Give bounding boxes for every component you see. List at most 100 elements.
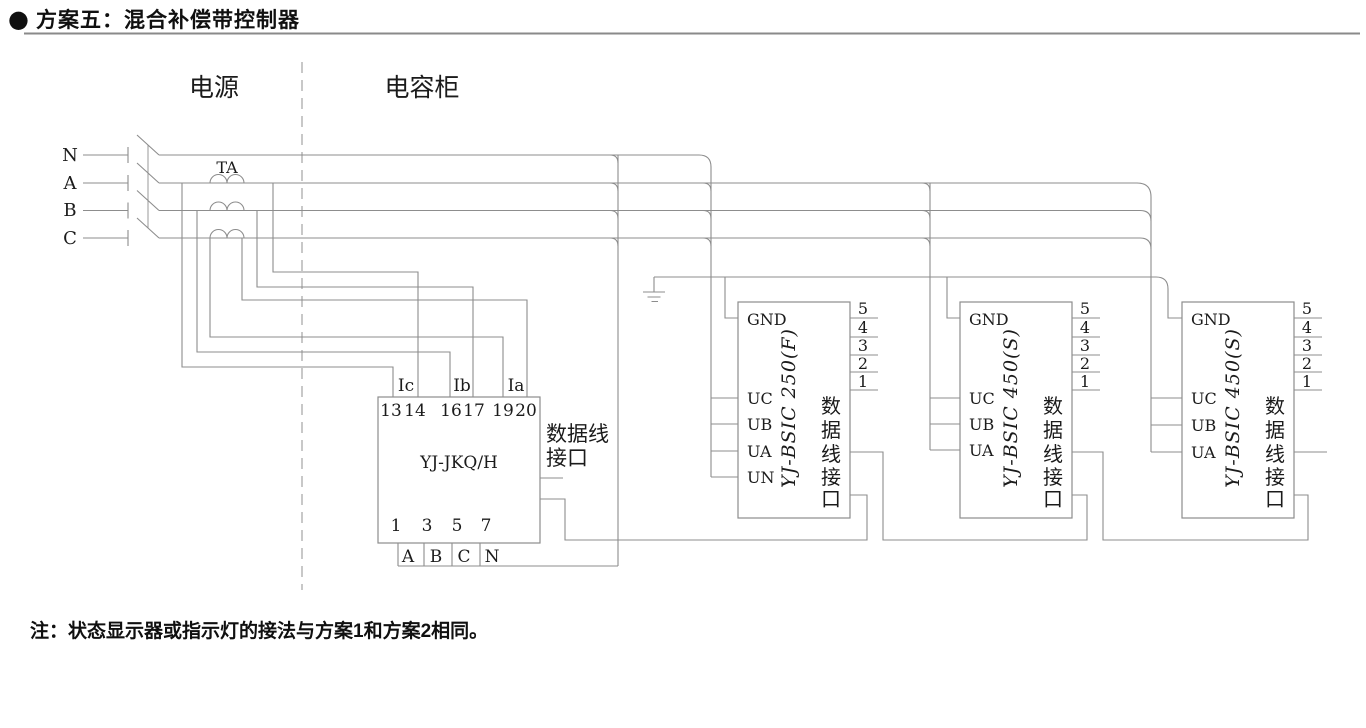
controller-phase-a: A	[401, 547, 415, 567]
controller-phase-b: B	[430, 547, 443, 567]
module2-port-char4: 接	[1043, 465, 1063, 489]
footer-note: 注：状态显示器或指示灯的接法与方案1和方案2相同。	[30, 619, 488, 642]
module1-data-port-label: 数 据 线 接 口	[821, 394, 841, 511]
module3-port-char3: 线	[1265, 442, 1285, 466]
bus-c	[159, 237, 1152, 250]
title-bullet-icon: ●	[8, 5, 29, 33]
controller-model: YJ-JKQ/H	[419, 453, 498, 473]
riser-module2	[921, 182, 960, 451]
controller-terminal-7: 7	[481, 516, 492, 536]
module2-port-char5: 口	[1043, 487, 1063, 511]
bus-n	[159, 154, 712, 168]
controller-terminal-13: 13	[380, 401, 402, 421]
module3-box	[1181, 301, 1295, 519]
controller-current-label-ib: Ib	[453, 376, 471, 396]
module2-input-uc: UC	[969, 389, 995, 408]
phase-label-b: B	[63, 200, 76, 221]
phase-labels: N A B C	[62, 145, 78, 249]
module1-port-char2: 据	[821, 418, 841, 442]
module3-port-char4: 接	[1265, 465, 1285, 489]
module1-terminal-5: 5	[858, 299, 868, 318]
controller-phase-c: C	[457, 547, 470, 567]
phase-label-c: C	[63, 228, 77, 249]
module1-port-char1: 数	[821, 394, 841, 418]
switch-4pole	[83, 134, 160, 246]
module3-port-char5: 口	[1265, 487, 1285, 511]
controller-phase-n: N	[485, 547, 500, 567]
module1-input-ua: UA	[747, 442, 772, 461]
module2-input-ua: UA	[969, 441, 994, 460]
module1-input-ub: UB	[747, 415, 772, 434]
module1-input-gnd: GND	[747, 310, 787, 329]
module3-port-char2: 据	[1265, 418, 1285, 442]
module1-terminal-1: 1	[858, 372, 868, 391]
riser-module3	[1150, 197, 1182, 453]
module3-input-ub: UB	[1191, 416, 1216, 435]
controller-terminal-17: 17	[463, 401, 485, 421]
module2-input-ub: UB	[969, 415, 994, 434]
module2-data-port-label: 数 据 线 接 口	[1043, 394, 1063, 511]
riser-controller-n	[609, 154, 619, 566]
module2-terminal-1: 1	[1080, 372, 1090, 391]
module1-terminal-2: 2	[858, 354, 868, 373]
controller-terminal-3: 3	[422, 516, 433, 536]
module3-block: GND UC UB UA YJ-BSIC 450(S) 5 4 3 2 1 数 …	[1181, 299, 1322, 519]
module2-port-char1: 数	[1043, 394, 1063, 418]
module3-data-port-label: 数 据 线 接 口	[1265, 394, 1285, 511]
module3-model: YJ-BSIC 450(S)	[1222, 328, 1244, 488]
module3-terminal-1: 1	[1302, 372, 1312, 391]
ground-bus	[654, 276, 1182, 319]
module1-box	[737, 301, 851, 519]
module1-terminal-4: 4	[858, 318, 868, 337]
controller-bottom-ticks	[397, 543, 481, 566]
module3-port-char1: 数	[1265, 394, 1285, 418]
controller-block: Ic Ib Ia 13 14 16 17 19 20 YJ-JKQ/H 1 3 …	[377, 376, 618, 567]
controller-terminal-20: 20	[515, 401, 537, 421]
section-label-capacitor-cabinet: 电容柜	[384, 73, 459, 102]
module3-terminal-3: 3	[1302, 336, 1312, 355]
controller-data-port-label-line1: 数据线	[546, 422, 609, 446]
section-label-power: 电源	[189, 73, 239, 102]
module3-terminal-2: 2	[1302, 354, 1312, 373]
module2-port-char2: 据	[1043, 418, 1063, 442]
ct-label: TA	[216, 158, 238, 177]
module2-input-gnd: GND	[969, 310, 1009, 329]
controller-terminal-14: 14	[404, 401, 426, 421]
bus-lines	[159, 154, 1152, 250]
module1-port-char5: 口	[821, 487, 841, 511]
module1-block: GND UC UB UA UN YJ-BSIC 250(F) 5 4 3 2 1…	[737, 299, 878, 519]
module1-terminal-ladder	[850, 317, 878, 391]
controller-terminal-19: 19	[492, 401, 514, 421]
riser-module1	[702, 167, 738, 478]
module1-terminal-3: 3	[858, 336, 868, 355]
module1-input-uc: UC	[747, 389, 773, 408]
controller-current-label-ic: Ic	[398, 376, 414, 396]
earth-ground-icon	[643, 277, 665, 303]
module2-terminal-2: 2	[1080, 354, 1090, 373]
controller-terminal-1: 1	[391, 516, 402, 536]
bus-b	[159, 209, 1152, 222]
ct-coils	[209, 174, 245, 239]
module2-box	[959, 301, 1073, 519]
module3-terminal-4: 4	[1302, 318, 1312, 337]
module2-port-char3: 线	[1043, 442, 1063, 466]
module1-port-char3: 线	[821, 442, 841, 466]
controller-data-port-label-line2: 接口	[546, 446, 588, 470]
module3-terminal-5: 5	[1302, 299, 1312, 318]
page-title: 方案五：混合补偿带控制器	[36, 8, 300, 32]
module2-terminal-5: 5	[1080, 299, 1090, 318]
bus-a	[159, 182, 1152, 198]
module1-port-char4: 接	[821, 465, 841, 489]
controller-current-label-ia: Ia	[508, 376, 525, 396]
module2-terminal-4: 4	[1080, 318, 1090, 337]
module2-block: GND UC UB UA YJ-BSIC 450(S) 5 4 3 2 1 数 …	[959, 299, 1100, 519]
module3-input-uc: UC	[1191, 389, 1217, 408]
data-cable-wires	[540, 451, 1327, 541]
phase-label-n: N	[62, 145, 78, 166]
controller-terminal-16: 16	[440, 401, 462, 421]
module2-model: YJ-BSIC 450(S)	[1000, 328, 1022, 488]
ct-secondary-wires	[181, 183, 528, 397]
module2-terminal-ladder	[1072, 317, 1100, 391]
module3-input-gnd: GND	[1191, 310, 1231, 329]
